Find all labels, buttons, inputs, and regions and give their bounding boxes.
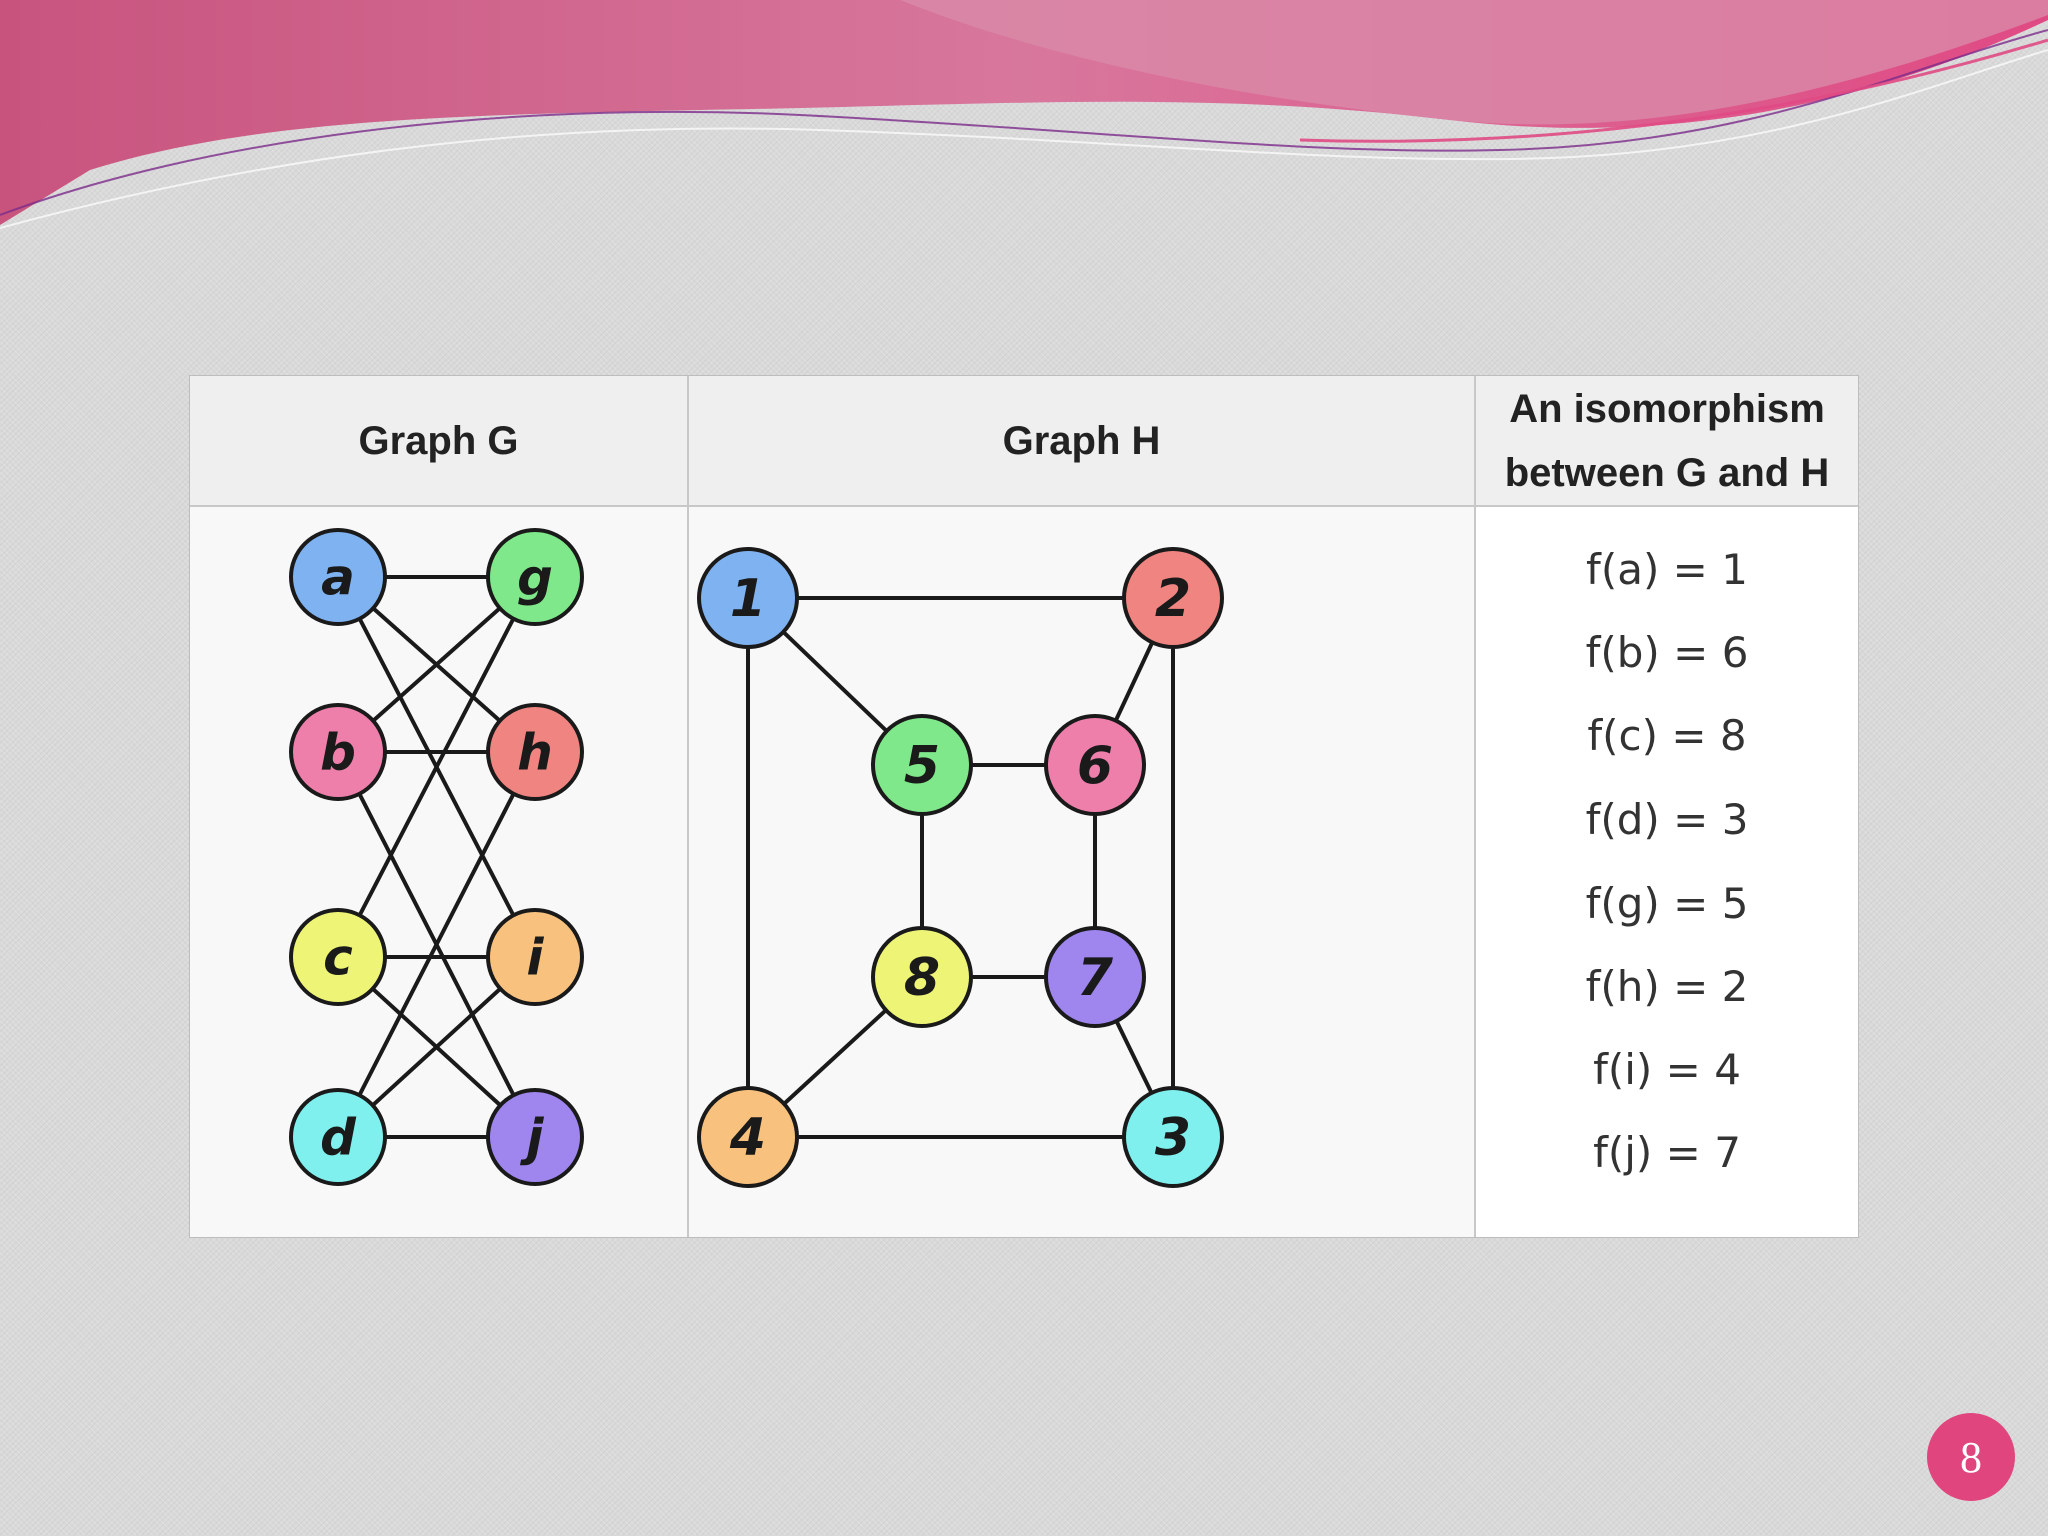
graph-h-node-3: 3 — [1122, 1086, 1224, 1188]
graph-g-node-label-a: a — [321, 549, 355, 607]
graph-h-node-circle-4 — [697, 1086, 799, 1188]
page-number: 8 — [1960, 1432, 1982, 1482]
graph-g-node-circle-c — [289, 908, 387, 1006]
mapping-item: f(g) = 5 — [1585, 879, 1749, 928]
graph-g-node-a: a — [289, 528, 387, 626]
graph-g-node-label-d: d — [320, 1109, 357, 1167]
graph-g-node-c: c — [289, 908, 387, 1006]
graph-g-node-circle-g — [486, 528, 584, 626]
mapping-item: f(b) = 6 — [1585, 628, 1749, 677]
graph-g-node-j: j — [486, 1088, 584, 1186]
graph-h-node-6: 6 — [1044, 714, 1146, 816]
graph-g-node-h: h — [486, 703, 584, 801]
header-isomorphism-line1: An isomorphism — [1509, 386, 1825, 431]
graph-h-node-label-7: 7 — [1077, 948, 1114, 1008]
graph-h-node-1: 1 — [697, 547, 799, 649]
graph-g-node-g: g — [486, 528, 584, 626]
header-graph-h: Graph H — [689, 376, 1474, 507]
graph-h-node-circle-6 — [1044, 714, 1146, 816]
graph-g: a b c d g h i j — [289, 528, 584, 1186]
graph-g-node-circle-a — [289, 528, 387, 626]
graph-h-node-label-5: 5 — [904, 736, 940, 796]
mapping-item: f(h) = 2 — [1585, 962, 1749, 1011]
graph-g-node-label-h: h — [517, 724, 553, 782]
header-isomorphism-line2: between G and H — [1504, 450, 1830, 495]
graph-h-node-label-1: 1 — [730, 569, 766, 629]
graph-h-node-7: 7 — [1044, 926, 1146, 1028]
graph-g-node-label-i: i — [526, 929, 544, 987]
graph-h-node-8: 8 — [871, 926, 973, 1028]
graph-g-node-circle-b — [289, 703, 387, 801]
graph-h-node-label-3: 3 — [1155, 1108, 1191, 1168]
graph-h-node-label-6: 6 — [1077, 736, 1113, 796]
graph-h-node-label-8: 8 — [904, 948, 940, 1008]
page-number-badge: 8 — [1927, 1413, 2015, 1501]
graph-g-node-d: d — [289, 1088, 387, 1186]
mapping-item: f(d) = 3 — [1585, 795, 1749, 844]
graph-h-node-2: 2 — [1122, 547, 1224, 649]
graph-h-node-label-2: 2 — [1155, 569, 1191, 629]
mapping-item: f(i) = 4 — [1593, 1045, 1741, 1094]
header-graph-h-label: Graph H — [1002, 418, 1161, 463]
graph-g-node-b: b — [289, 703, 387, 801]
isomorphism-table: Graph G Graph H An isomorphism between G… — [189, 375, 1859, 1238]
graph-g-node-circle-h — [486, 703, 584, 801]
graph-h-node-circle-1 — [697, 547, 799, 649]
graph-g-node-circle-d — [289, 1088, 387, 1186]
graph-g-edge-d-h — [336, 751, 537, 1138]
header-graph-g: Graph G — [190, 376, 687, 507]
mapping-item: f(j) = 7 — [1593, 1128, 1741, 1177]
graph-g-node-label-g: g — [517, 549, 553, 607]
graph-g-node-circle-j — [486, 1088, 584, 1186]
graph-h-node-4: 4 — [697, 1086, 799, 1188]
graph-h-node-5: 5 — [871, 714, 973, 816]
graph-g-node-label-c: c — [323, 929, 353, 987]
graph-h: 1 2 3 4 5 6 7 8 — [697, 547, 1224, 1188]
graph-g-node-i: i — [486, 908, 584, 1006]
header-isomorphism: An isomorphism between G and H — [1476, 376, 1858, 507]
graph-h-node-label-4: 4 — [729, 1108, 766, 1168]
mapping-item: f(a) = 1 — [1586, 545, 1748, 594]
graph-g-edge-c-g — [336, 576, 537, 958]
isomorphism-mapping-list: f(a) = 1 f(b) = 6 f(c) = 8 f(d) = 3 f(g)… — [1476, 507, 1858, 1237]
mapping-item: f(c) = 8 — [1587, 711, 1747, 760]
graph-h-node-circle-7 — [1044, 926, 1146, 1028]
column-divider — [1474, 376, 1476, 1237]
graph-h-node-circle-2 — [1122, 547, 1224, 649]
graph-h-node-circle-3 — [1122, 1086, 1224, 1188]
graph-h-node-circle-8 — [871, 926, 973, 1028]
graph-g-node-circle-i — [486, 908, 584, 1006]
column-divider — [687, 376, 689, 1237]
decorative-banner — [0, 0, 2048, 229]
graph-g-node-label-b: b — [320, 724, 356, 782]
graph-h-node-circle-5 — [871, 714, 973, 816]
header-graph-g-label: Graph G — [358, 418, 519, 463]
